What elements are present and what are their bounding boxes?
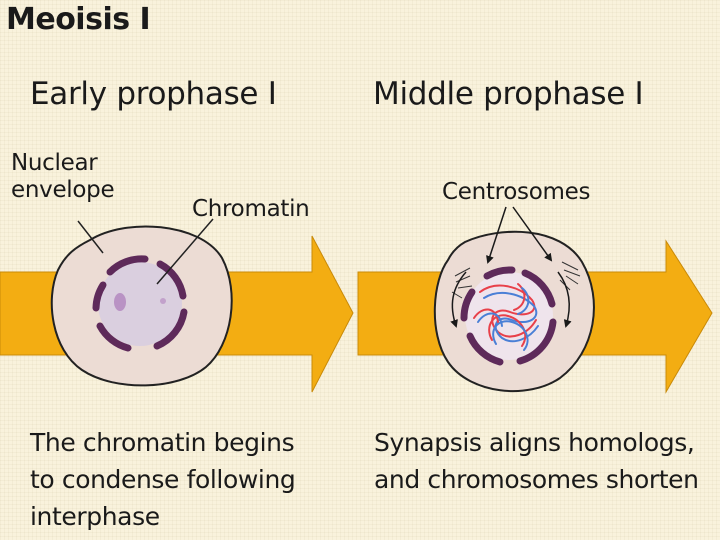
spindle-arrow-left (450, 271, 467, 328)
nuclear-envelope (92, 255, 188, 352)
centrosome-pointer-left (486, 206, 507, 264)
early-prophase-cell (50, 218, 233, 387)
centrosome-pointer-right (512, 206, 553, 262)
centrosomes-label: Centrosomes (442, 179, 591, 205)
spindle-fibers (451, 261, 581, 299)
middle-prophase-caption: Synapsis aligns homologs, and chromosome… (374, 428, 699, 494)
middle-prophase-heading: Middle prophase I (373, 76, 644, 112)
middle-prophase-cell (433, 206, 595, 393)
spindle-arrow-right (557, 271, 572, 328)
slide-title: Meoisis I (6, 2, 151, 37)
nucleolus (114, 293, 126, 311)
nuclear-envelope (460, 266, 557, 366)
nucleus (98, 262, 182, 346)
chromatin-label: Chromatin (192, 196, 310, 222)
chromosome-tangle (473, 283, 539, 351)
nuclear-envelope-label: Nuclear envelope (11, 150, 115, 203)
chromatin-spot (160, 298, 166, 304)
early-prophase-caption: The chromatin begins to condense followi… (30, 428, 296, 531)
early-prophase-heading: Early prophase I (30, 76, 277, 112)
chromatin-pointer (156, 218, 214, 285)
nuclear-envelope-pointer (77, 220, 104, 254)
